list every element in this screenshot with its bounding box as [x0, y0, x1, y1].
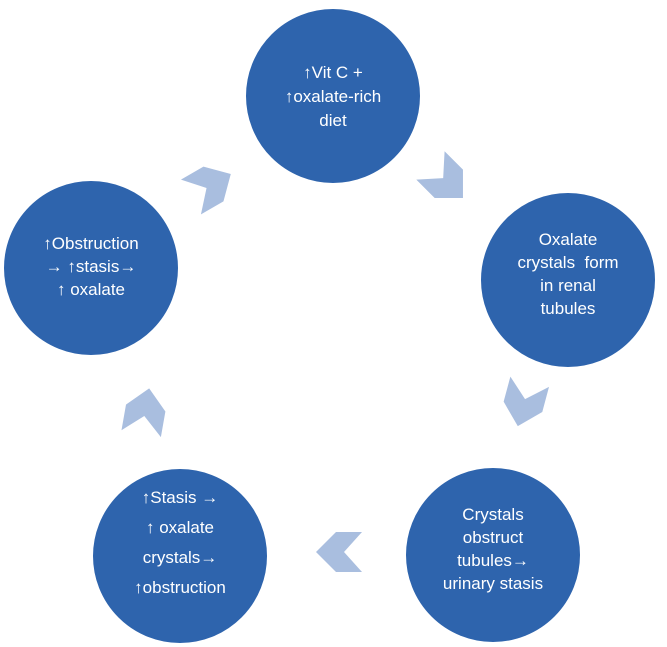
arrow-shape	[121, 388, 166, 438]
node-text-line: urinary stasis	[443, 574, 543, 593]
node-circle	[2, 179, 180, 357]
node-text-line: Oxalate	[539, 230, 598, 249]
node-text-line: Crystals	[462, 505, 523, 524]
cycle-node-obstruction-stasis: ↑Obstruction → ↑stasis→ ↑ oxalate	[2, 179, 180, 357]
cycle-node-crystals-obstruct: Crystals obstruct tubules→ urinary stasis	[404, 466, 582, 644]
node-text-line: in renal	[540, 276, 596, 295]
cycle-node-crystals-form: Oxalate crystals form in renal tubules	[479, 191, 657, 369]
node-text-line: ↑Stasis →	[142, 488, 219, 507]
node-circle	[91, 467, 269, 645]
chevron-arrow-icon	[416, 151, 463, 198]
node-text-line: ↑ oxalate	[57, 280, 125, 299]
node-text-line: ↑obstruction	[134, 578, 226, 597]
node-text-line: crystals form	[517, 253, 618, 272]
arrow-shape	[416, 151, 463, 198]
arrow-shape	[316, 532, 362, 572]
arrow-shape	[503, 376, 550, 427]
chevron-arrow-icon	[180, 166, 231, 215]
arrows-layer	[121, 151, 550, 572]
node-text-line: ↑Vit C +	[303, 63, 363, 82]
node-text-line: ↑oxalate-rich	[285, 87, 381, 106]
node-text-line: obstruct	[463, 528, 524, 547]
node-circle	[244, 7, 422, 185]
cycle-node-vit-c-diet: ↑Vit C + ↑oxalate-rich diet	[244, 7, 422, 185]
node-text-line: → ↑stasis→	[46, 257, 137, 276]
chevron-arrow-icon	[503, 376, 550, 427]
node-text-line: ↑ oxalate	[146, 518, 214, 537]
node-circle	[404, 466, 582, 644]
node-circle	[479, 191, 657, 369]
node-text-line: tubules→	[457, 551, 529, 570]
node-text-line: crystals→	[143, 548, 218, 567]
node-text-line: tubules	[541, 299, 596, 318]
chevron-arrow-icon	[316, 532, 362, 572]
chevron-arrow-icon	[121, 388, 166, 438]
cycle-node-stasis-oxalate: ↑Stasis → ↑ oxalate crystals→ ↑obstruction	[91, 467, 269, 645]
node-text-line: ↑Obstruction	[43, 234, 138, 253]
node-text-line: diet	[319, 111, 347, 130]
arrow-shape	[180, 166, 231, 215]
